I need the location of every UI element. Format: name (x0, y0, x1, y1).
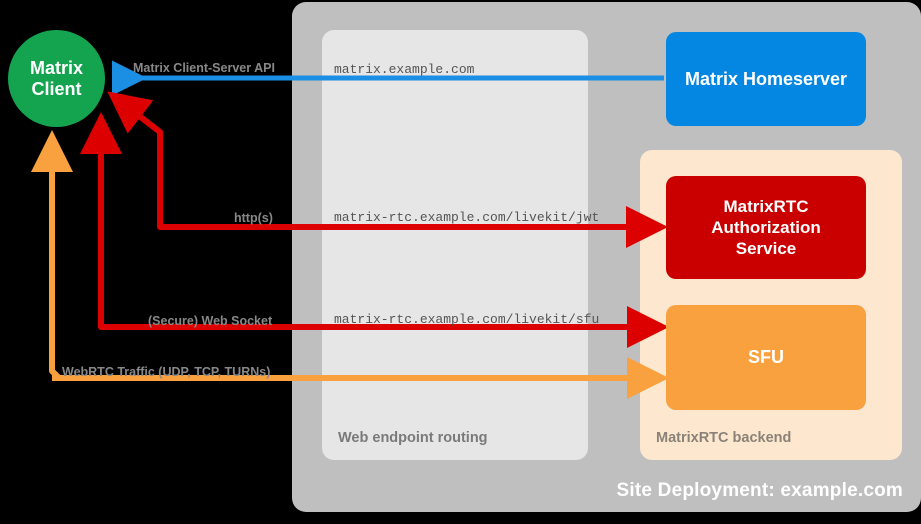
site-deployment-label: Site Deployment: example.com (616, 480, 903, 501)
connection-label-http-s: http(s) (234, 211, 273, 225)
connection-secure-web-socket (80, 112, 669, 348)
matrix-homeserver-label: Matrix Homeserver (684, 68, 848, 89)
endpoint-label-livekit-sfu: matrix-rtc.example.com/livekit/sfu (334, 312, 600, 327)
connection-label-secure-web-socket: (Secure) Web Socket (148, 314, 273, 328)
connection-label-matrix-client-server-api: Matrix Client-Server API (133, 61, 275, 75)
endpoint-label-livekit-jwt: matrix-rtc.example.com/livekit/jwt (334, 210, 600, 225)
matrixrtc-backend-label: MatrixRTC backend (656, 430, 792, 446)
web-endpoint-routing-label: Web endpoint routing (338, 430, 488, 446)
connection-webrtc-traffic (30, 130, 669, 399)
node-matrix-client[interactable]: Matrix Client (8, 30, 105, 127)
connection-http-s (107, 91, 668, 248)
sfu-label: SFU (748, 347, 784, 367)
connection-label-webrtc-traffic: WebRTC Traffic (UDP, TCP, TURNs) (62, 365, 271, 379)
endpoint-label-matrix: matrix.example.com (334, 62, 475, 77)
node-matrixrtc-authorization-service[interactable]: MatrixRTC Authorization Service (666, 176, 866, 279)
node-matrix-homeserver[interactable]: Matrix Homeserver (666, 32, 866, 126)
web-endpoint-routing-panel: Web endpoint routing (322, 30, 588, 460)
node-sfu[interactable]: SFU (666, 305, 866, 410)
matrix-client-label: Matrix Client (29, 57, 83, 99)
matrixrtc-auth-service-label: MatrixRTC Authorization Service (711, 196, 821, 259)
